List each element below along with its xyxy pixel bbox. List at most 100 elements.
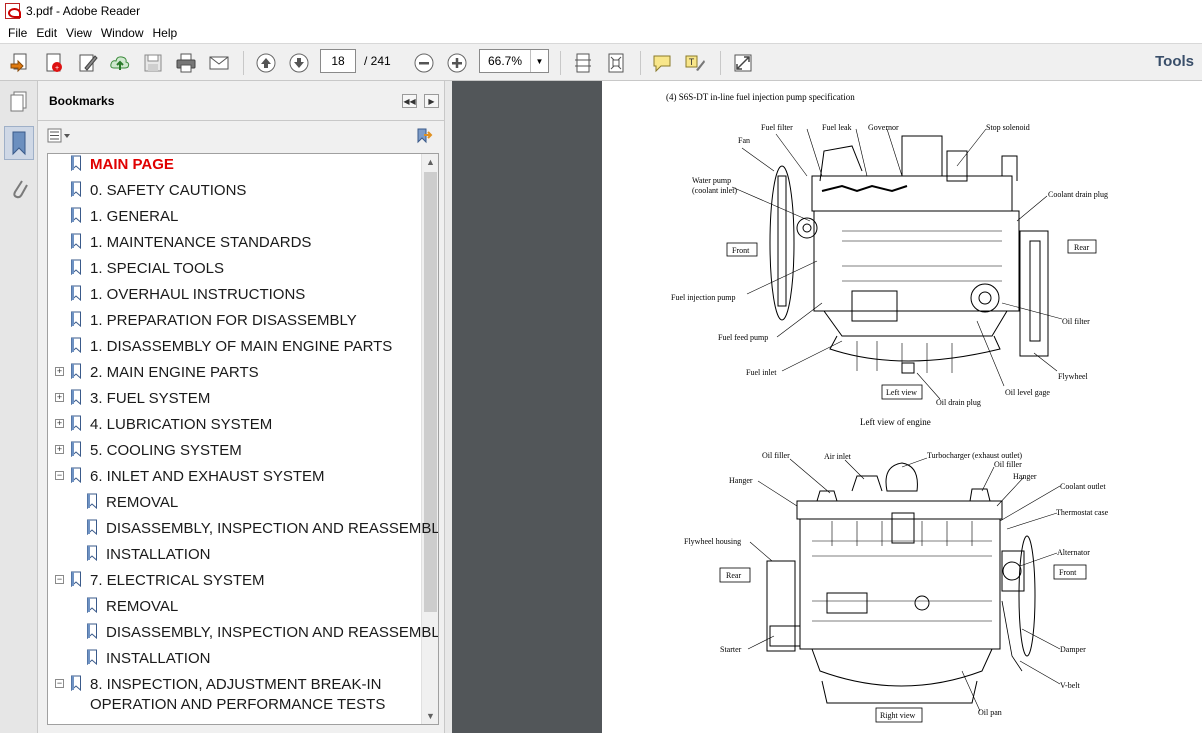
expand-icon[interactable]: + (55, 418, 64, 428)
highlight-icon[interactable]: T (683, 52, 707, 74)
attachments-icon[interactable] (4, 171, 34, 205)
fit-width-icon[interactable] (571, 52, 595, 74)
page-thumbnails-icon[interactable] (4, 85, 34, 119)
label-fuel-filter: Fuel filter (761, 123, 793, 132)
bookmark-label: 1. MAINTENANCE STANDARDS (90, 234, 312, 251)
save-icon[interactable] (141, 52, 165, 74)
bookmark-label: 1. GENERAL (90, 208, 179, 225)
bookmark-icon (70, 571, 82, 588)
previous-page-icon[interactable] (254, 52, 278, 74)
label-v-belt: V-belt (1060, 681, 1080, 690)
label-oil-filter: Oil filter (1062, 317, 1090, 326)
menu-help[interactable]: Help (152, 25, 178, 40)
label-coolant-outlet: Coolant outlet (1060, 482, 1106, 491)
document-area[interactable]: (4) S6S-DT in-line fuel injection pump s… (452, 81, 1202, 733)
box-left-view (881, 384, 923, 400)
chevron-down-icon[interactable]: ▼ (530, 50, 548, 72)
bookmark-label: INSTALLATION (106, 546, 211, 563)
label-thermostat-case: Thermostat case (1056, 508, 1109, 517)
zoom-in-icon[interactable] (445, 52, 469, 74)
bookmark-icon (70, 675, 82, 692)
bookmark-icon (70, 207, 82, 224)
bookmark-label: 4. LUBRICATION SYSTEM (90, 416, 273, 433)
label-front-bottom: Front (1059, 568, 1077, 577)
label-flywheel-housing: Flywheel housing (684, 537, 741, 546)
label-fuel-leak: Fuel leak (822, 123, 852, 132)
edit-pdf-icon[interactable] (76, 52, 100, 74)
expand-icon[interactable]: + (55, 444, 64, 454)
collapse-icon[interactable]: − (55, 678, 64, 688)
scroll-down-icon[interactable]: ▼ (426, 711, 435, 721)
label-fuel-injection-pump: Fuel injection pump (671, 293, 735, 302)
comment-icon[interactable] (650, 52, 674, 74)
panel-splitter[interactable] (444, 81, 452, 733)
label-hanger-right: Hanger (1013, 472, 1037, 481)
label-damper: Damper (1060, 645, 1086, 654)
upload-cloud-icon[interactable] (108, 52, 132, 74)
label-oil-pan: Oil pan (978, 708, 1002, 717)
box-right-view (875, 707, 923, 723)
menu-file[interactable]: File (8, 25, 28, 40)
bookmark-icon (70, 363, 82, 380)
bookmark-label: 8. INSPECTION, ADJUSTMENT BREAK-IN (90, 676, 382, 693)
bookmark-label: 3. FUEL SYSTEM (90, 390, 211, 407)
bookmark-label: 6. INLET AND EXHAUST SYSTEM (90, 468, 325, 485)
window-title: 3.pdf - Adobe Reader (26, 4, 141, 18)
pdf-page: (4) S6S-DT in-line fuel injection pump s… (602, 81, 1202, 733)
bookmark-label: 5. COOLING SYSTEM (90, 442, 242, 459)
label-alternator: Alternator (1057, 548, 1090, 557)
tools-button[interactable]: Tools (1155, 53, 1194, 70)
menu-view[interactable]: View (66, 25, 92, 40)
navigation-rail (0, 81, 38, 733)
label-front-top: Front (732, 246, 750, 255)
menu-edit[interactable]: Edit (36, 25, 58, 40)
collapse-icon[interactable]: − (55, 574, 64, 584)
bookmark-label: REMOVAL (106, 494, 179, 511)
bookmarks-scrollbar[interactable]: ▲ ▼ (421, 154, 438, 724)
label-coolant-inlet: (coolant inlet) (692, 186, 737, 195)
left-view-labels: Fuel filter Fuel leak Governor Stop sole… (671, 123, 1108, 427)
label-flywheel: Flywheel (1058, 372, 1089, 381)
next-page-icon[interactable] (287, 52, 311, 74)
label-stop-solenoid: Stop solenoid (986, 123, 1030, 132)
label-left-view: Left view (886, 388, 917, 397)
toolbar: + T (0, 43, 1202, 81)
scrollbar-thumb[interactable] (424, 172, 437, 612)
expand-icon[interactable]: + (55, 366, 64, 376)
open-file-icon[interactable] (8, 52, 32, 74)
right-view-labels: Oil filler Air inlet Turbocharger (exhau… (684, 451, 1109, 723)
print-icon[interactable] (174, 52, 198, 74)
expand-panel-icon[interactable]: ▶ (424, 94, 439, 108)
collapse-icon[interactable]: − (55, 470, 64, 480)
bookmarks-title: Bookmarks (49, 94, 115, 108)
label-rear-top: Rear (1074, 243, 1089, 252)
scroll-up-icon[interactable]: ▲ (426, 157, 435, 167)
label-fuel-inlet: Fuel inlet (746, 368, 777, 377)
menu-window[interactable]: Window (100, 25, 144, 40)
caption-left-view: Left view of engine (860, 417, 931, 427)
label-coolant-drain-plug: Coolant drain plug (1048, 190, 1108, 199)
bookmark-label: 1. PREPARATION FOR DISASSEMBLY (90, 312, 357, 329)
zoom-out-icon[interactable] (412, 52, 436, 74)
zoom-select[interactable]: 66.7% ▼ (479, 49, 549, 73)
bookmark-options-icon[interactable] (47, 128, 71, 147)
full-screen-icon[interactable] (731, 52, 755, 74)
box-rear-bottom (719, 567, 751, 583)
bookmark-label: REMOVAL (106, 598, 179, 615)
page-number-input[interactable]: 18 (320, 49, 356, 73)
expand-icon[interactable]: + (55, 392, 64, 402)
bookmark-label: INSTALLATION (106, 650, 211, 667)
label-oil-drain-plug: Oil drain plug (936, 398, 981, 407)
collapse-panel-icon[interactable]: ◀◀ (402, 94, 417, 108)
box-front-top (726, 242, 758, 257)
label-oil-level-gage: Oil level gage (1005, 388, 1050, 397)
create-pdf-icon[interactable]: + (42, 52, 66, 74)
expand-current-bookmark-icon[interactable] (415, 127, 433, 148)
bookmarks-panel-icon[interactable] (4, 126, 34, 160)
email-icon[interactable] (207, 52, 231, 74)
bookmark-icon (86, 649, 98, 666)
fit-page-icon[interactable] (604, 52, 628, 74)
label-rear-bottom: Rear (726, 571, 741, 580)
